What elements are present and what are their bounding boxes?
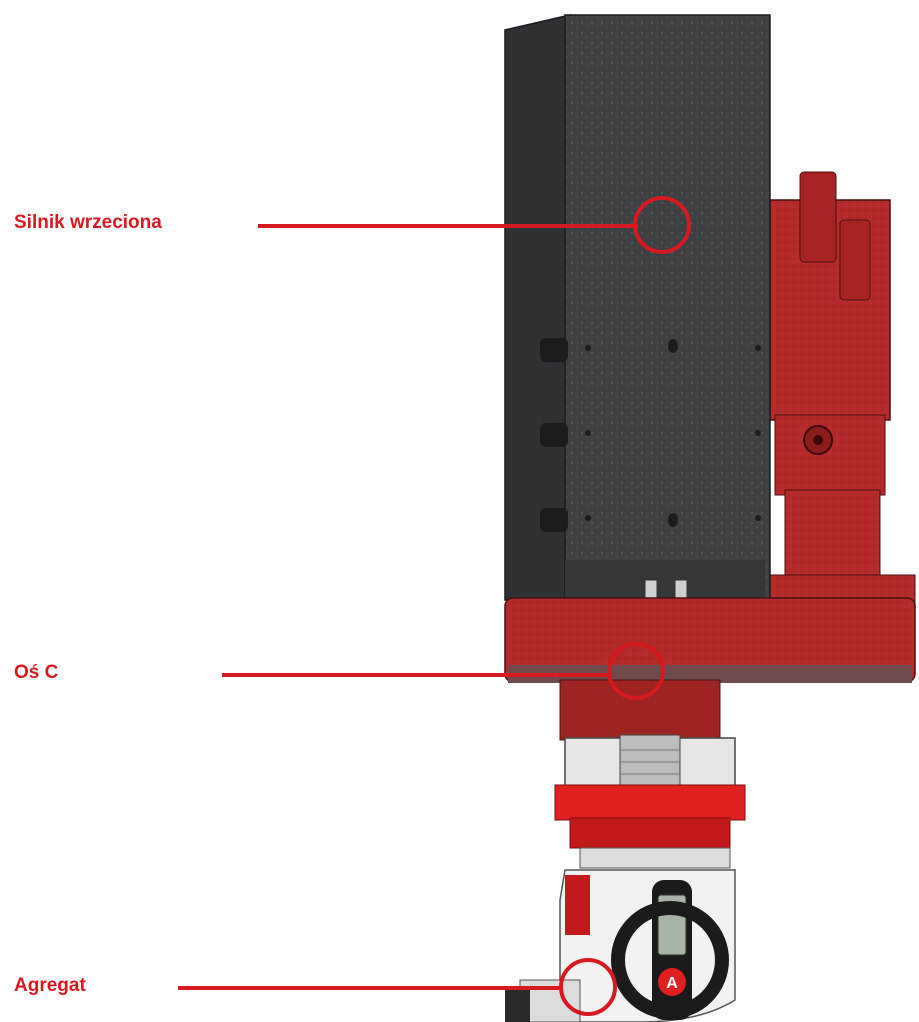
tool-flange (554, 784, 746, 869)
c-axis-marker (607, 642, 665, 700)
label-spindle-motor: Silnik wrzeciona (14, 212, 162, 233)
leader-aggregate (178, 986, 562, 990)
aggregate-head: A (505, 869, 736, 1022)
A-logo-icon: A (666, 975, 678, 992)
leader-c-axis (222, 673, 612, 677)
label-c-axis: Oś C (14, 662, 59, 683)
label-aggregate: Agregat (14, 975, 86, 996)
leader-spindle-motor (258, 224, 638, 228)
spindle-shaft (564, 734, 736, 791)
side-motor (764, 171, 916, 660)
c-axis-ring (504, 597, 916, 741)
spindle-motor-housing (504, 14, 771, 609)
